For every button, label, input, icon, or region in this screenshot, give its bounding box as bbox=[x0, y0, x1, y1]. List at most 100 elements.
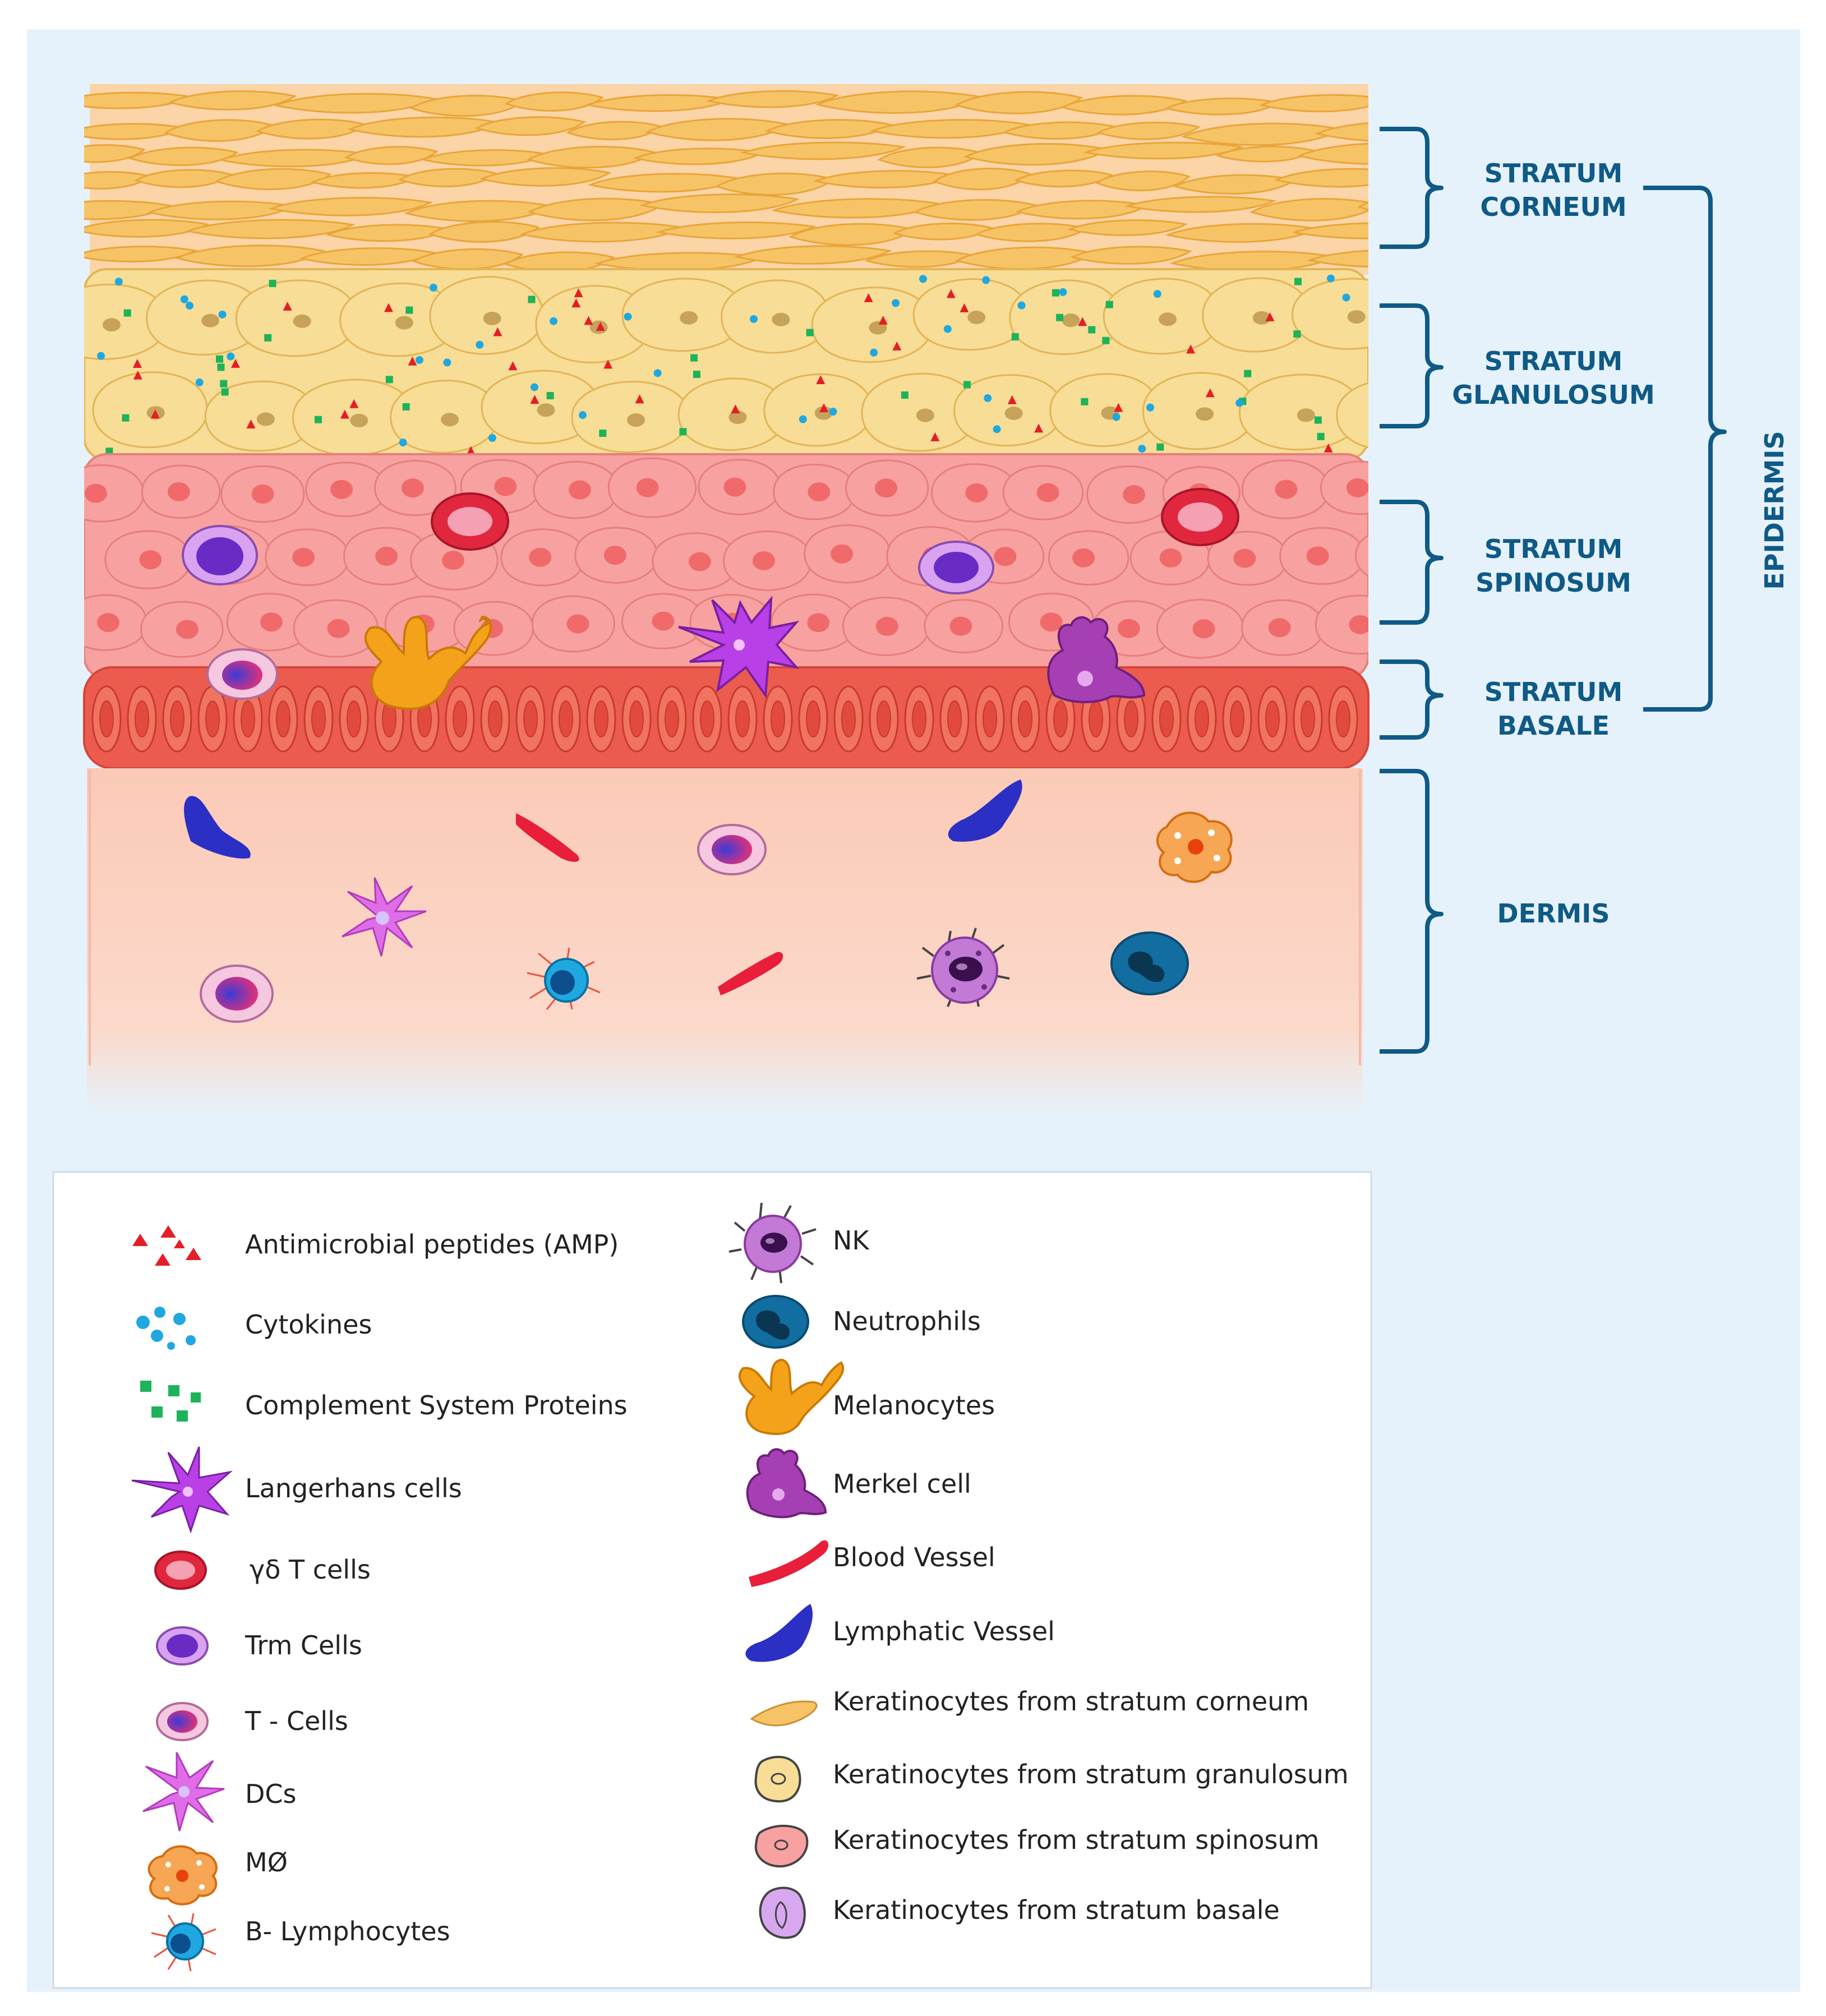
cytokine-particle bbox=[892, 299, 900, 307]
dendritic-cell-icon bbox=[142, 1752, 225, 1832]
legend-label: Cytokines bbox=[245, 1309, 372, 1340]
cytokine-particle bbox=[653, 369, 662, 377]
amp-particle bbox=[596, 321, 605, 331]
cell-nucleus bbox=[1195, 700, 1209, 737]
cell-nucleus bbox=[808, 482, 831, 502]
cytokine-particle bbox=[578, 411, 587, 419]
amp-particle bbox=[1007, 395, 1017, 404]
cell-nucleus bbox=[949, 616, 972, 636]
amp-particle bbox=[960, 303, 969, 312]
b-lymphocyte bbox=[527, 947, 601, 1010]
amp-particle bbox=[635, 394, 644, 404]
cell-nucleus bbox=[293, 314, 311, 328]
cell-nucleus bbox=[327, 619, 350, 638]
cell-nucleus bbox=[441, 413, 459, 427]
legend-label: Langerhans cells bbox=[245, 1473, 462, 1503]
amp-particle bbox=[530, 395, 540, 404]
cytokine-particle bbox=[1235, 399, 1244, 407]
keratinocyte-corneum-icon bbox=[750, 1700, 818, 1727]
cell-nucleus bbox=[652, 611, 675, 631]
cell-nucleus bbox=[1347, 310, 1366, 324]
langerhans-cell-icon bbox=[131, 1446, 233, 1534]
amp-particle bbox=[584, 316, 593, 325]
cytokine-dots-icon bbox=[136, 1307, 196, 1350]
cytokine-particle bbox=[1146, 403, 1154, 412]
gamma-delta-t-cell bbox=[431, 492, 509, 551]
granulosum-keratinocyte bbox=[1336, 382, 1368, 449]
melanocyte bbox=[364, 615, 492, 710]
complement-particle bbox=[1314, 416, 1322, 424]
corneum-keratinocyte bbox=[1249, 198, 1368, 222]
corneum-keratinocyte bbox=[474, 116, 586, 136]
cell-nucleus bbox=[877, 700, 891, 737]
cytokine-particle bbox=[984, 394, 992, 402]
amp-particle bbox=[816, 375, 826, 384]
cytokine-particle bbox=[195, 378, 204, 386]
stratum-spinosum-layer bbox=[84, 453, 1368, 679]
amp-particle bbox=[946, 289, 956, 298]
cytokine-particle bbox=[1138, 445, 1146, 453]
cell-nucleus bbox=[241, 700, 255, 737]
cell-nucleus bbox=[912, 700, 926, 737]
cell-nucleus bbox=[566, 614, 589, 634]
cell-nucleus bbox=[841, 700, 856, 737]
amp-particle bbox=[1186, 344, 1196, 354]
complement-squares-icon bbox=[140, 1381, 201, 1422]
corneum-keratinocyte bbox=[706, 90, 840, 108]
cell-nucleus bbox=[629, 700, 644, 737]
cell-nucleus bbox=[251, 485, 274, 504]
blood-vessel bbox=[718, 952, 783, 995]
cell-nucleus bbox=[350, 413, 368, 427]
complement-particle bbox=[269, 279, 276, 287]
complement-particle bbox=[1156, 443, 1164, 451]
complement-particle bbox=[405, 306, 413, 314]
legend-label: Melanocytes bbox=[833, 1390, 995, 1420]
legend-label: T - Cells bbox=[245, 1706, 348, 1736]
amp-particle bbox=[864, 293, 873, 302]
cell-nucleus bbox=[453, 700, 467, 737]
legend-box bbox=[52, 1171, 1372, 1989]
legend-label: Complement System Proteins bbox=[245, 1390, 628, 1420]
corneum-keratinocyte bbox=[215, 168, 332, 191]
cell-nucleus bbox=[347, 700, 361, 737]
cell-nucleus bbox=[723, 477, 746, 497]
cell-nucleus bbox=[688, 552, 711, 571]
cytokine-particle bbox=[114, 278, 123, 286]
corneum-keratinocyte bbox=[1060, 95, 1188, 116]
amp-particle bbox=[150, 409, 160, 419]
trm-cell bbox=[182, 525, 258, 585]
cell-nucleus bbox=[176, 620, 199, 639]
legend-label: NK bbox=[833, 1225, 870, 1256]
corneum-keratinocyte bbox=[1365, 105, 1368, 108]
bracket-stratum-spinosum bbox=[1380, 500, 1444, 625]
cell-nucleus bbox=[1036, 483, 1059, 502]
amp-particle bbox=[731, 404, 740, 414]
cell-nucleus bbox=[994, 547, 1017, 566]
t-cell-icon bbox=[156, 1702, 209, 1741]
cell-nucleus bbox=[965, 483, 988, 502]
cytokine-particle bbox=[488, 433, 496, 442]
cell-nucleus bbox=[1230, 700, 1244, 737]
legend-left-labels: Antimicrobial peptides (AMP) Cytokines C… bbox=[245, 1229, 628, 1946]
cytokine-particle bbox=[919, 275, 927, 283]
cell-nucleus bbox=[831, 544, 854, 564]
melanocyte-icon bbox=[739, 1358, 845, 1436]
bracket-stratum-granulosum bbox=[1380, 303, 1444, 428]
cell-nucleus bbox=[626, 413, 645, 427]
legend-label: Keratinocytes from stratum basale bbox=[833, 1895, 1280, 1925]
cytokine-particle bbox=[227, 352, 235, 361]
corneum-keratinocyte bbox=[1096, 121, 1201, 140]
corneum-keratinocyte bbox=[268, 197, 434, 216]
cell-nucleus bbox=[568, 480, 591, 500]
amp-particle bbox=[878, 315, 888, 325]
corneum-keratinocyte bbox=[84, 219, 210, 238]
complement-particle bbox=[1293, 330, 1301, 338]
complement-particle bbox=[963, 381, 971, 389]
cell-nucleus bbox=[1275, 479, 1298, 499]
complement-particle bbox=[123, 309, 131, 317]
amp-particle bbox=[349, 399, 359, 408]
corneum-keratinocyte bbox=[955, 91, 1083, 114]
t-cell bbox=[200, 965, 274, 1023]
cell-nucleus bbox=[1062, 313, 1080, 327]
